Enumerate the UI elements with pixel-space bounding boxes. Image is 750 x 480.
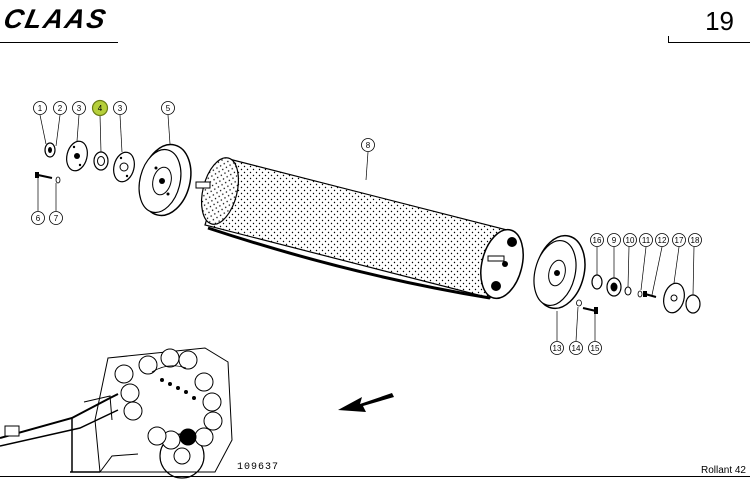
right-end-disc [533,234,598,314]
svg-text:15: 15 [591,344,600,353]
callout-16[interactable]: 16 [590,233,604,247]
callout-labels: 1 2 3 4 3 5 6 7 8 16 9 10 11 12 17 18 13… [31,99,702,355]
svg-text:14: 14 [572,344,581,353]
callout-5[interactable]: 5 [161,101,175,115]
callout-10[interactable]: 10 [623,233,637,247]
callout-8[interactable]: 8 [361,138,375,152]
baler-overview-thumbnail [0,347,233,479]
svg-text:18: 18 [691,236,700,245]
machine-model-label: Rollant 42 [700,465,746,476]
header-rule-tick [668,36,669,43]
right-bearing-parts [556,246,701,342]
direction-arrow [338,393,394,412]
callout-1[interactable]: 1 [33,101,47,115]
svg-text:3: 3 [118,104,123,113]
roller-drum [195,157,524,300]
highlight-marker [91,99,109,117]
left-bearing-parts [35,114,369,211]
callout-3a[interactable]: 3 [72,101,86,115]
drawing-reference-number: 109637 [237,462,280,473]
callout-4-highlighted[interactable]: 4 [91,99,109,117]
svg-text:1: 1 [38,104,43,113]
callout-15[interactable]: 15 [588,341,602,355]
svg-text:7: 7 [54,214,59,223]
header-rule-left [0,42,118,43]
callout-9[interactable]: 9 [607,233,621,247]
callout-14[interactable]: 14 [569,341,583,355]
callout-6[interactable]: 6 [31,211,45,225]
left-end-disc [138,143,192,217]
svg-text:9: 9 [612,236,617,245]
svg-text:13: 13 [553,344,562,353]
footer-rule [0,476,750,477]
svg-text:11: 11 [642,236,651,245]
svg-text:5: 5 [166,104,171,113]
svg-text:8: 8 [366,141,371,150]
callout-2[interactable]: 2 [53,101,67,115]
svg-text:17: 17 [675,236,684,245]
svg-text:12: 12 [658,236,667,245]
callout-17[interactable]: 17 [672,233,686,247]
callout-13[interactable]: 13 [550,341,564,355]
svg-text:2: 2 [58,104,63,113]
svg-text:10: 10 [626,236,635,245]
callout-3b[interactable]: 3 [113,101,127,115]
svg-text:4: 4 [98,104,103,113]
callout-12[interactable]: 12 [655,233,669,247]
header-rule-right [668,42,750,43]
svg-text:16: 16 [593,236,602,245]
svg-text:6: 6 [36,214,41,223]
page-number: 19 [705,6,734,36]
callout-11[interactable]: 11 [639,233,653,247]
callout-7[interactable]: 7 [49,211,63,225]
callout-18[interactable]: 18 [688,233,702,247]
svg-text:3: 3 [77,104,82,113]
